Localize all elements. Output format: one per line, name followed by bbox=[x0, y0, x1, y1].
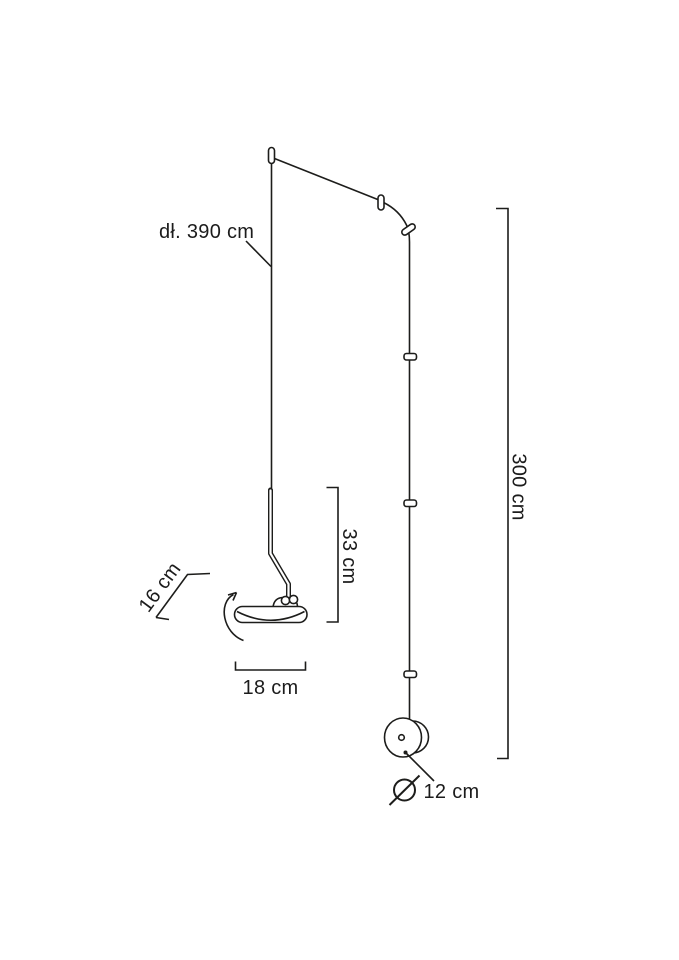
canopy-diameter-label: 12 cm bbox=[424, 781, 480, 803]
rotation-arrow-arc bbox=[223, 593, 244, 642]
cable-curve-right bbox=[383, 201, 411, 719]
lamp-arm-core bbox=[269, 489, 290, 598]
ball-joint-left bbox=[280, 595, 291, 606]
cable-pin-corner bbox=[401, 223, 416, 236]
ceiling-pin bbox=[267, 146, 276, 165]
ball-joint-right bbox=[288, 594, 299, 605]
dim-18-bracket bbox=[234, 661, 307, 671]
dim-300-bracket bbox=[496, 207, 509, 760]
canopy-hole bbox=[397, 733, 406, 742]
dim-33-bracket bbox=[326, 486, 339, 623]
lamp-shade-rim bbox=[236, 610, 305, 621]
cable-clip-2 bbox=[403, 499, 418, 508]
cable-clip-1 bbox=[403, 352, 418, 361]
dim-300-label: 300 cm bbox=[508, 453, 530, 520]
cable-clip-3 bbox=[403, 670, 418, 679]
cable-length-label: dł. 390 cm bbox=[159, 221, 254, 243]
dim-33-label: 33 cm bbox=[338, 529, 360, 585]
cable-length-leader bbox=[245, 240, 272, 268]
canopy-leader-line bbox=[405, 752, 435, 782]
cable-pin-mid bbox=[377, 194, 385, 211]
rotation-arrow-head bbox=[227, 591, 238, 601]
cable-diagonal bbox=[274, 157, 380, 201]
diameter-symbol-circle bbox=[393, 778, 416, 802]
dim-18-label: 18 cm bbox=[243, 677, 299, 699]
diameter-symbol-slash bbox=[388, 774, 421, 806]
dim-16-line bbox=[155, 572, 211, 621]
